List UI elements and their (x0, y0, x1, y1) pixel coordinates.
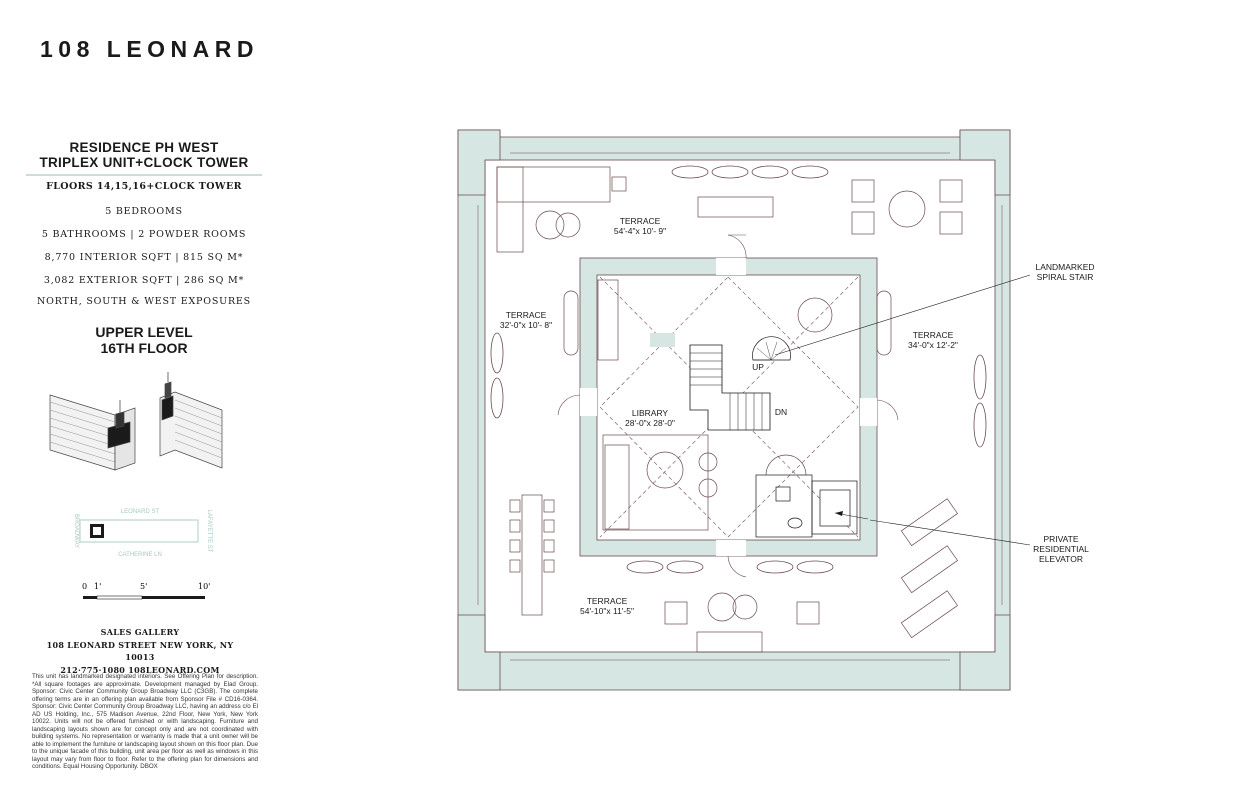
library-dims: 28'-0"x 28'-0" (625, 418, 675, 428)
terrace-east-dims: 34'-0"x 12'-2" (908, 340, 958, 350)
spiral-stair-leader (774, 274, 1031, 356)
corner-pier-nw (457, 129, 501, 196)
key-plan-unit-marker-inner (93, 527, 101, 535)
brand-logo: 108 LEONARD (40, 36, 259, 62)
north-terrace-furniture (496, 166, 963, 253)
residence-title-line2: TRIPLEX UNIT+CLOCK TOWER (39, 155, 249, 170)
level-line2: 16TH FLOOR (100, 340, 188, 356)
building-thumbnail-east (159, 372, 223, 469)
library-furniture (597, 279, 718, 531)
terrace-north-dims: 54'-4"x 10'- 9" (614, 226, 666, 236)
legal-disclaimer: This unit has landmarked designated inte… (32, 673, 258, 770)
key-plan: LEONARD ST CATHERINE LN BROADWAY LAFAYET… (73, 509, 212, 558)
library-rug (602, 434, 709, 531)
scale-tick-10: 10' (198, 582, 210, 591)
door-swings (557, 234, 899, 578)
floors-text: FLOORS 14,15,16+CLOCK TOWER (46, 181, 242, 192)
private-elevator (811, 480, 858, 535)
level-line1: UPPER LEVEL (95, 324, 193, 340)
key-street-north: LEONARD ST (121, 509, 160, 515)
scale-tick-0: 0 (82, 582, 87, 591)
scale-tick-1: 1' (94, 582, 101, 591)
core-door-north (716, 258, 746, 275)
core-column (650, 333, 675, 347)
key-plan-block (79, 519, 199, 543)
sales-gallery: SALES GALLERY 108 LEONARD STREET NEW YOR… (40, 626, 240, 676)
scale-bar: 0 1' 5' 10' (82, 582, 210, 600)
planter-west (490, 332, 504, 419)
stair-dn-label: DN (775, 407, 787, 417)
scale-bar-line (83, 596, 205, 599)
straight-stair (689, 344, 771, 431)
core-door-west (580, 388, 597, 416)
key-street-west: BROADWAY (73, 514, 79, 548)
callout-spiral-line2: SPIRAL STAIR (1037, 272, 1094, 282)
library-name: LIBRARY (632, 408, 669, 418)
callout-elevator-line3: ELEVATOR (1039, 554, 1083, 564)
library-sofa (604, 444, 630, 530)
corner-pier-sw (457, 614, 501, 691)
sales-heading: SALES GALLERY (100, 627, 180, 637)
east-terrace-furniture (797, 290, 959, 639)
corner-pier-se (959, 614, 1011, 691)
core-door-east (860, 398, 877, 426)
stair-up-label: UP (752, 362, 764, 372)
building-axonometric-thumbnails (49, 372, 223, 471)
scale-tick-5: 5' (140, 582, 147, 591)
library-chair (698, 452, 718, 472)
south-terrace-furniture (664, 592, 820, 653)
west-terrace-furniture (509, 290, 579, 616)
elevator-leader (869, 519, 1031, 546)
baths-text: 5 BATHROOMS | 2 POWDER ROOMS (41, 229, 247, 240)
scale-bar-segment (96, 595, 143, 600)
key-street-south: CATHERINE LN (118, 552, 162, 558)
sales-address: 108 LEONARD STREET NEW YORK, NY 10013 (46, 639, 234, 663)
planter-south (626, 560, 834, 574)
terrace-south-dims: 54'-10"x 11'-5" (580, 606, 634, 616)
terrace-south-name: TERRACE (587, 596, 628, 606)
library-core (579, 257, 878, 557)
interior-area-text: 8,770 INTERIOR SQFT | 815 SQ M* (44, 252, 244, 263)
title-rule (26, 174, 262, 176)
sales-contact: 212·775·1080 108LEONARD.COM (60, 664, 220, 675)
planter-north (671, 165, 829, 179)
toilet (775, 486, 791, 502)
floor-plan: TERRACE 54'-4"x 10'- 9" TERRACE 32'-0"x … (457, 129, 1095, 691)
callout-spiral-line1: LANDMARKED (1035, 262, 1094, 272)
callout-elevator-line1: PRIVATE (1043, 534, 1078, 544)
terrace-west-name: TERRACE (506, 310, 547, 320)
residence-panel: RESIDENCE PH WEST TRIPLEX UNIT+CLOCK TOW… (24, 140, 264, 356)
elevator-and-bath (755, 454, 858, 538)
key-street-east: LAFAYETTE ST (206, 510, 212, 553)
terrace-west-dims: 32'-0"x 10'- 8" (500, 320, 552, 330)
corner-pier-ne (959, 129, 1011, 196)
callout-elevator-line2: RESIDENTIAL (1033, 544, 1089, 554)
terrace-north-name: TERRACE (620, 216, 661, 226)
exterior-area-text: 3,082 EXTERIOR SQFT | 286 SQ M* (43, 275, 245, 286)
terrace-east-name: TERRACE (913, 330, 954, 340)
library-coffee-table (646, 451, 684, 489)
exposures-text: NORTH, SOUTH & WEST EXPOSURES (37, 296, 251, 307)
residence-title-line1: RESIDENCE PH WEST (69, 140, 219, 155)
library-shelving (597, 279, 619, 361)
core-door-south (716, 540, 746, 556)
planters (490, 165, 987, 574)
bedrooms-text: 5 BEDROOMS (105, 206, 183, 217)
building-thumbnail-west (49, 394, 136, 471)
planter-east (973, 354, 987, 448)
sink (787, 517, 803, 529)
library-chair-2 (698, 478, 718, 498)
